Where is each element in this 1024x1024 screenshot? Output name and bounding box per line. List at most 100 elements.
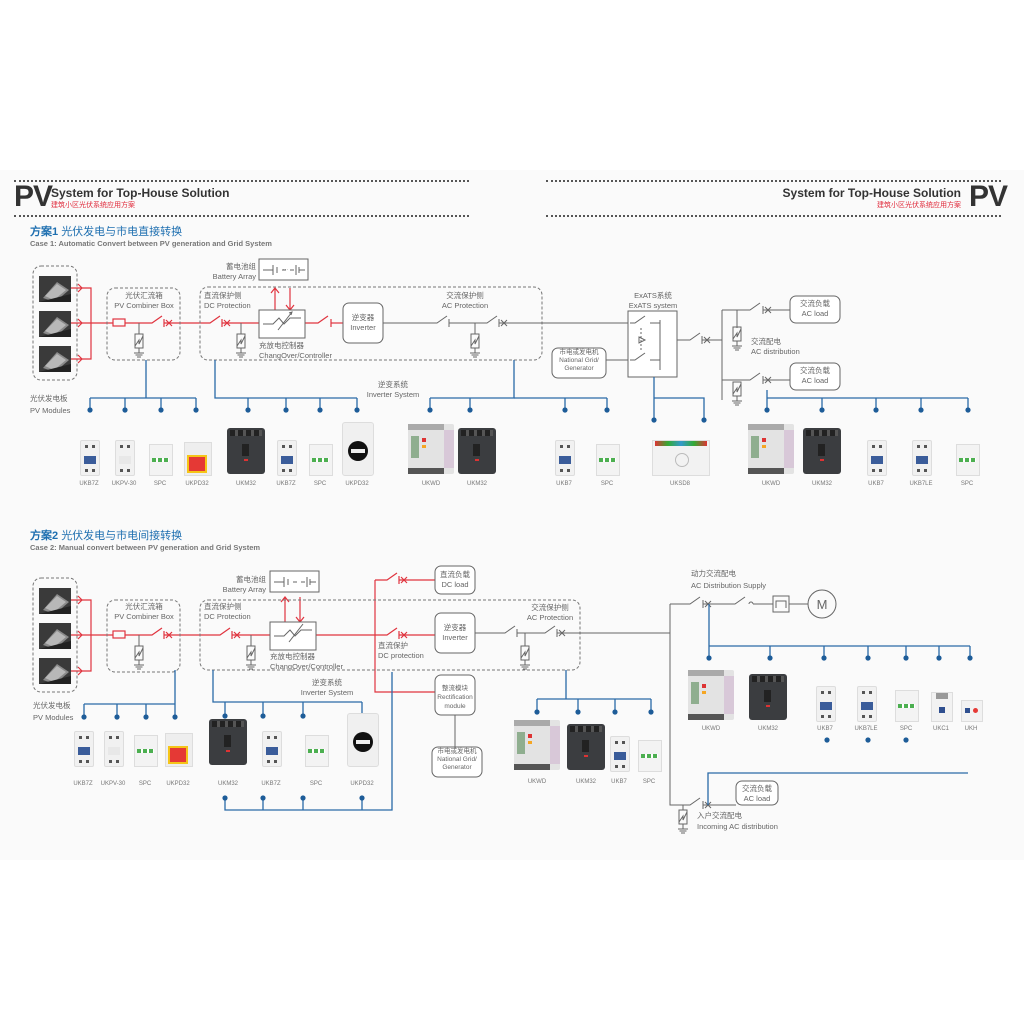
header-divider <box>546 180 1001 182</box>
product-label: UKWD <box>761 481 781 487</box>
pv-panel <box>39 276 71 302</box>
product-label: UKB7LE <box>909 481 933 487</box>
product-label: UKPD32 <box>345 481 369 487</box>
case1-subtitle: Case 1: Automatic Convert between PV gen… <box>30 239 272 248</box>
product-image-ukb7z <box>80 440 100 476</box>
header-divider <box>14 180 469 182</box>
product-label: UKB7Z <box>73 781 93 787</box>
product-image-spc <box>895 690 919 722</box>
product-image-ukb7 <box>867 440 887 476</box>
motor-symbol: M <box>817 597 828 612</box>
product-label: UKPD32 <box>185 481 209 487</box>
pv-modules-box <box>32 577 78 693</box>
product-label: UKB7Z <box>276 481 296 487</box>
product-label: SPC <box>153 481 167 487</box>
product-image-ukm32 <box>209 719 247 765</box>
pv-logo-left: PV <box>14 180 53 213</box>
product-image-ukpv-30 <box>104 731 124 767</box>
product-label: UKPV-30 <box>100 781 126 787</box>
product-label: SPC <box>309 781 323 787</box>
product-label: SPC <box>313 481 327 487</box>
product-image-ukm32 <box>803 428 841 474</box>
product-image-spc <box>305 735 329 767</box>
header-divider <box>14 215 469 217</box>
pv-logo-right: PV <box>969 180 1008 213</box>
product-label: UKPD32 <box>166 781 190 787</box>
product-label: UKB7LE <box>854 726 878 732</box>
grid-box <box>431 746 483 778</box>
product-label: UKB7Z <box>261 781 281 787</box>
product-image-spc <box>134 735 158 767</box>
case2-title: 方案2 光伏发电与市电间接转换 <box>30 527 182 543</box>
product-label: SPC <box>138 781 152 787</box>
product-image-ukb7le <box>912 440 932 476</box>
case2-subtitle: Case 2: Manual convert between PV genera… <box>30 543 261 552</box>
product-label: SPC <box>960 481 974 487</box>
product-image-ukh <box>961 700 983 722</box>
product-image-ukpd32 <box>342 422 374 476</box>
product-image-ukb7 <box>610 736 630 772</box>
combiner-box <box>106 287 181 361</box>
product-label: SPC <box>642 779 656 785</box>
product-label: UKPD32 <box>350 781 374 787</box>
case2-title-cn: 光伏发电与市电间接转换 <box>61 530 183 542</box>
product-image-ukb7z <box>277 440 297 476</box>
product-label: UKM32 <box>575 779 597 785</box>
product-image-ukc1 <box>931 692 953 722</box>
product-label: UKWD <box>701 726 721 732</box>
product-label: UKWD <box>527 779 547 785</box>
product-image-ukb7 <box>816 686 836 722</box>
product-image-uksd8 <box>652 440 710 476</box>
product-image-ukb7 <box>555 440 575 476</box>
product-label: UKB7 <box>556 481 572 487</box>
product-label: UKB7Z <box>79 481 99 487</box>
product-label: UKM32 <box>235 481 257 487</box>
case2-prefix: 方案2 <box>30 530 59 542</box>
product-label: UKB7 <box>868 481 884 487</box>
product-label: UKM32 <box>466 481 488 487</box>
product-image-ukb7z <box>262 731 282 767</box>
svg-text:···: ··· <box>283 267 288 273</box>
product-image-spc <box>149 444 173 476</box>
product-image-spc <box>309 444 333 476</box>
header-divider <box>546 215 1001 217</box>
product-image-ukpv-30 <box>115 440 135 476</box>
product-image-ukm32 <box>567 724 605 770</box>
case1-title: 方案1 光伏发电与市电直接转换 <box>30 223 182 239</box>
product-image-ukb7le <box>857 686 877 722</box>
case1-title-cn: 光伏发电与市电直接转换 <box>61 226 183 238</box>
header-title-right: System for Top-House Solution <box>782 186 961 200</box>
header-subtitle-left: 建筑小区光伏系统应用方案 <box>51 202 135 209</box>
product-label: UKM32 <box>217 781 239 787</box>
product-image-ukwd <box>688 670 734 720</box>
ac-load-box <box>735 780 779 806</box>
product-image-ukpd32 <box>184 442 212 476</box>
product-image-ukwd <box>514 720 560 770</box>
product-label: SPC <box>600 481 614 487</box>
dc-load-box <box>434 565 476 595</box>
product-label: UKPV-30 <box>111 481 137 487</box>
header-title-left: System for Top-House Solution <box>51 186 230 200</box>
pv-panel <box>39 346 71 372</box>
case1-prefix: 方案1 <box>30 226 59 238</box>
